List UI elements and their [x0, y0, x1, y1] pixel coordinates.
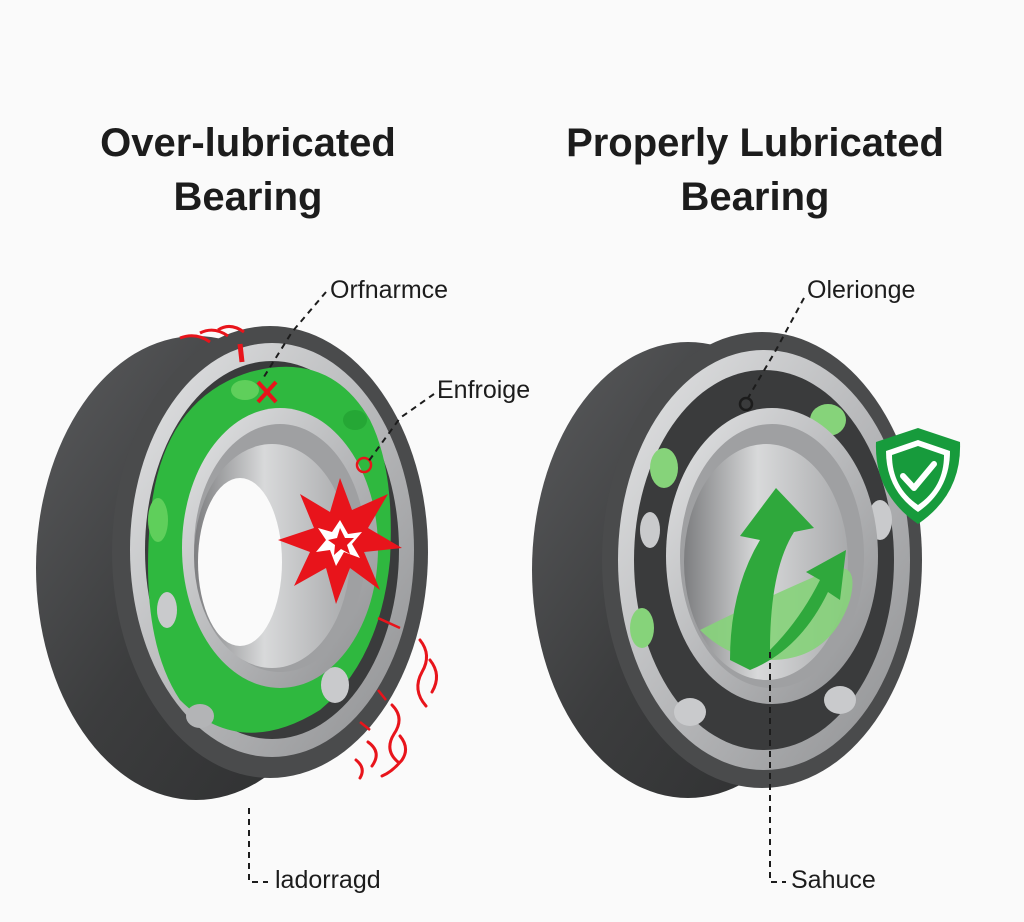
- right-title: Properly Lubricated Bearing: [515, 116, 995, 224]
- flow-arrow-icon: [730, 488, 846, 670]
- left-callout-bottom: ladorragd: [275, 866, 381, 894]
- left-heat-marks-top: [179, 325, 245, 344]
- right-title-line1: Properly Lubricated: [566, 121, 944, 165]
- check-shield-icon: [875, 428, 961, 524]
- left-leader-top: [261, 291, 327, 381]
- left-red-tick: [237, 343, 245, 363]
- left-title-line1: Over-lubricated: [100, 121, 396, 165]
- right-callout-bottom: Sahuce: [791, 866, 876, 894]
- left-title: Over-lubricated Bearing: [8, 116, 488, 224]
- left-grease-blob: [148, 498, 168, 542]
- left-title-line2: Bearing: [173, 175, 323, 219]
- left-bore-hole: [198, 478, 282, 646]
- heat-waves-icon: [354, 638, 438, 780]
- right-ball-greased: [650, 448, 678, 488]
- left-red-tick: [377, 689, 387, 701]
- left-leader-mid: [367, 393, 435, 463]
- right-ball-greased: [630, 608, 654, 648]
- right-marker-dot-icon: [738, 396, 754, 412]
- right-leader-top: [747, 297, 805, 399]
- right-ball: [824, 686, 856, 714]
- right-ball: [640, 512, 660, 548]
- left-red-tick: [377, 616, 401, 630]
- left-callout-top: Orfnarmce: [330, 276, 449, 304]
- right-ball: [674, 698, 706, 726]
- left-leader-bottom: [248, 808, 268, 883]
- right-title-line2: Bearing: [680, 175, 830, 219]
- left-ball: [157, 592, 177, 628]
- left-bearing: [36, 291, 438, 883]
- explosion-center-icon: [328, 528, 354, 555]
- right-callout-top: Olerionge: [807, 276, 916, 304]
- x-mark-icon: [256, 380, 278, 404]
- left-grease-blob: [343, 410, 367, 430]
- left-callout-mid: Enfroige: [437, 376, 531, 404]
- left-grease-blob: [231, 380, 259, 400]
- target-circle-icon: [355, 456, 373, 474]
- left-red-tick: [359, 721, 371, 731]
- left-ball: [186, 704, 214, 728]
- left-ball: [321, 667, 349, 703]
- right-bearing: [532, 297, 961, 883]
